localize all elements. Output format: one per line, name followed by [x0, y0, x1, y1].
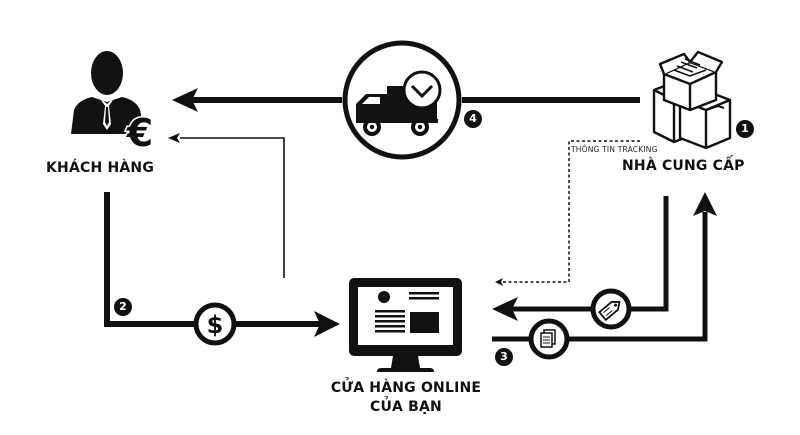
- supplier-label: NHÀ CUNG CẤP: [622, 158, 745, 174]
- step-badge-1: 1: [736, 120, 754, 138]
- payment-arrowhead: [314, 311, 340, 337]
- stacked-boxes-icon: [652, 50, 732, 150]
- tracking-info-arrow: [495, 140, 640, 286]
- store-label-line1: CỬA HÀNG ONLINE: [330, 380, 482, 396]
- businessman-euro-icon: €: [71, 51, 155, 157]
- order-arrowhead: [693, 192, 717, 216]
- store-label-line2: CỦA BẠN: [370, 399, 442, 415]
- price-tag-icon: [590, 288, 632, 330]
- documents-icon: [528, 318, 570, 360]
- store-to-customer-arrow: [168, 133, 285, 278]
- tracking-info-label: THÔNG TIN TRACKING: [571, 145, 658, 154]
- delivery-arrowhead: [172, 88, 198, 112]
- delivery-arrow: [172, 88, 640, 112]
- order-arrow: [492, 192, 717, 342]
- shipping-info-arrow: [492, 196, 669, 321]
- step-badge-2: 2: [114, 298, 132, 316]
- shipping-arrowhead: [492, 297, 518, 321]
- svg-text:$: $: [207, 311, 224, 339]
- euro-symbol: €: [126, 111, 153, 155]
- delivery-truck-clock-icon: [342, 40, 462, 160]
- desktop-monitor-icon: [349, 278, 462, 372]
- step-badge-3: 3: [495, 348, 513, 366]
- step-badge-4: 4: [464, 110, 482, 128]
- payment-arrow: [104, 192, 340, 337]
- customer-label: KHÁCH HÀNG: [46, 160, 155, 176]
- dollar-coin-icon: $: [193, 302, 237, 346]
